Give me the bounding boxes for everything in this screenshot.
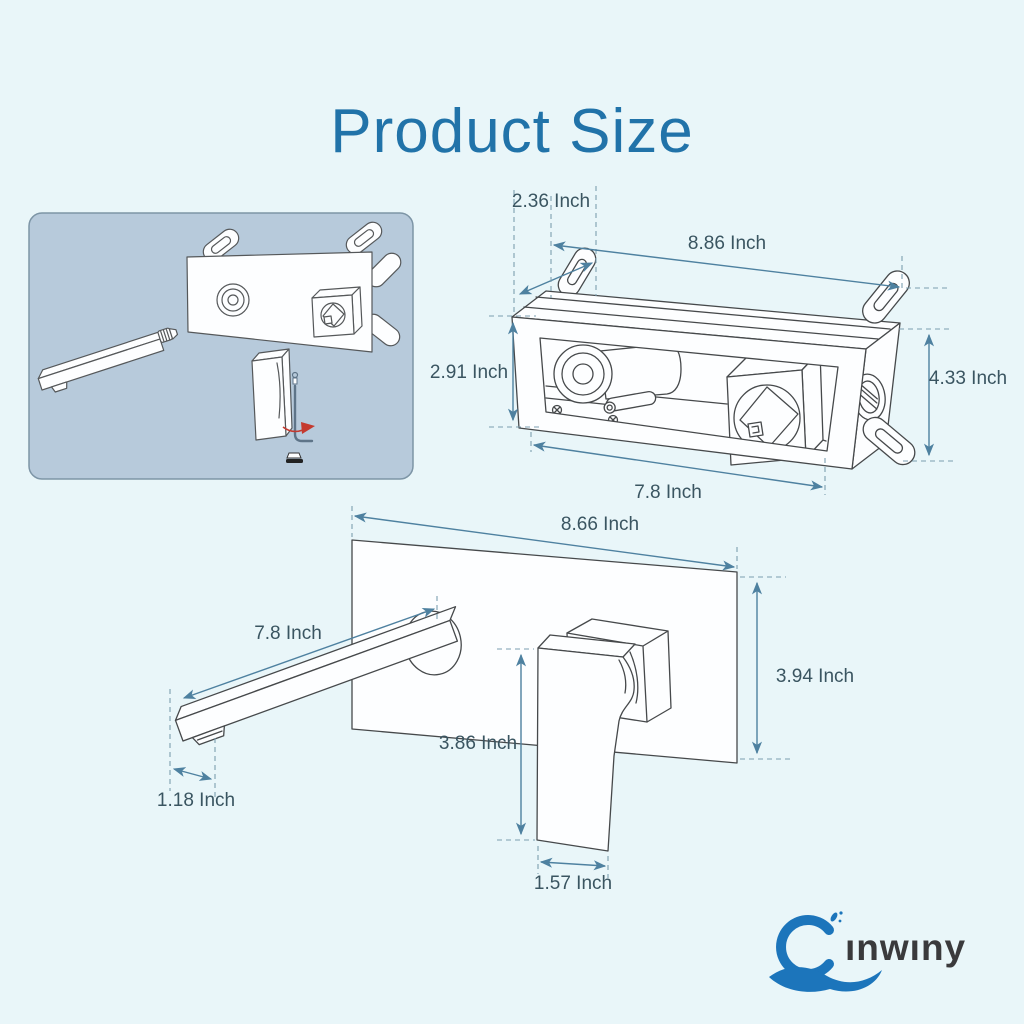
inset-allen-key-drawing: [282, 371, 315, 463]
inset-handle-drawing: [251, 348, 293, 441]
inset-spout-drawing: [37, 327, 179, 393]
faucet-handle-lever: [536, 634, 636, 852]
valve-dim-body-height: 2.91 Inch: [430, 315, 541, 428]
faucet-dim-spout-reach: 7.8 Inch: [182, 596, 438, 699]
faucet-dim-plate-height: 3.94 Inch: [740, 576, 854, 760]
faucet-dim-handle-height: 3.86 Inch: [439, 648, 535, 841]
valve-dimension-drawing: 2.36 Inch 8.86 Inch 2.91 Inch 4.33 Inch …: [430, 186, 1007, 503]
faucet-dimension-drawing: 8.66 Inch 7.8 Inch 3.94 Inch 3.86 Inch 1…: [157, 506, 854, 894]
dim-label: 2.36 Inch: [512, 191, 590, 212]
valve-dim-overall-width: 8.86 Inch: [550, 196, 948, 298]
faucet-dim-plate-width: 8.66 Inch: [351, 506, 738, 571]
logo-wordmark: ınwıny: [845, 927, 966, 968]
brand-logo: ınwıny: [769, 911, 966, 992]
dim-label: 3.94 Inch: [776, 666, 854, 687]
red-rotation-arrowhead: [301, 422, 315, 434]
inset-product-image: [28, 212, 414, 480]
dim-label: 7.8 Inch: [634, 482, 702, 503]
valve-body-drawing: [511, 290, 901, 470]
page-title: Product Size: [330, 96, 694, 166]
logo-c-icon: [769, 911, 882, 992]
valve-dim-overall-height: 4.33 Inch: [899, 328, 1007, 462]
valve-dim-body-width: 7.8 Inch: [530, 432, 826, 503]
dim-label: 4.33 Inch: [929, 368, 1007, 389]
dim-label: 1.18 Inch: [157, 790, 235, 811]
dim-label: 8.66 Inch: [561, 514, 639, 535]
red-rotation-arrow: [282, 426, 304, 433]
faucet-dim-handle-base: 1.57 Inch: [534, 846, 612, 894]
logo-wave-icon: [769, 967, 882, 992]
valve-mounting-ear: [862, 416, 916, 466]
dim-label: 2.91 Inch: [430, 362, 508, 383]
dim-label: 8.86 Inch: [688, 233, 766, 254]
inset-wall-plate-drawing: [186, 221, 402, 353]
dim-label: 1.57 Inch: [534, 873, 612, 894]
valve-mounting-ear: [862, 270, 910, 324]
valve-mounting-ear: [557, 247, 597, 297]
dim-label: 3.86 Inch: [439, 733, 517, 754]
faucet-dim-spout-tip: 1.18 Inch: [157, 689, 235, 811]
dim-label: 7.8 Inch: [254, 623, 322, 644]
